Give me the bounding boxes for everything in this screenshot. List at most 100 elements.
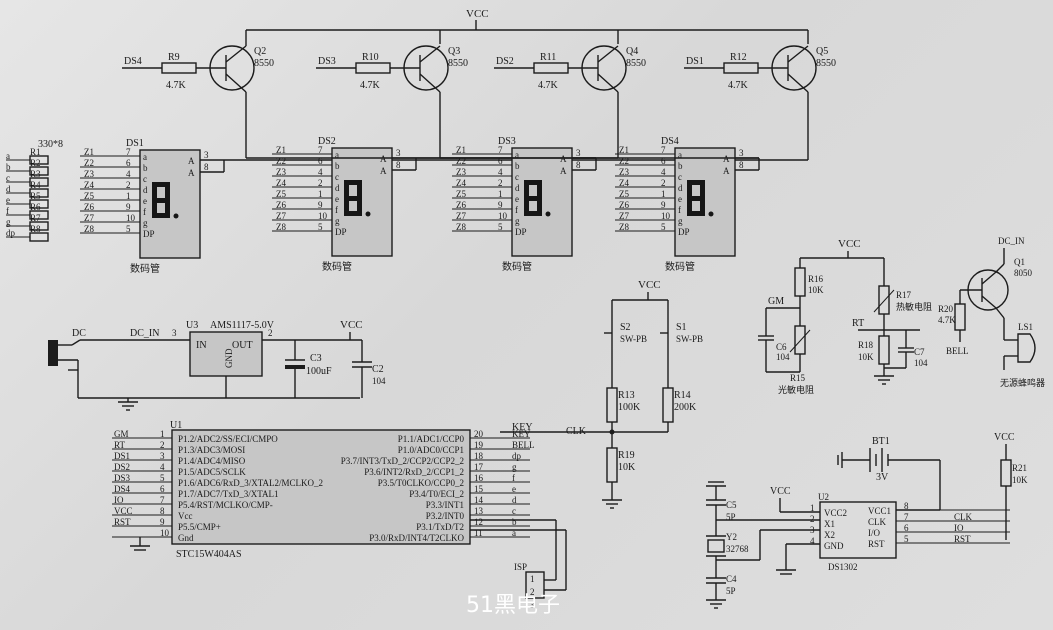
q1-value: 8050 (1014, 268, 1033, 278)
rtc-left-fn-2: X2 (824, 530, 835, 540)
vcc-r21-label: VCC (994, 432, 1015, 443)
ds1-pin-8: 8 (204, 162, 209, 172)
ds2-seg-label-2: c (335, 172, 339, 182)
ds3-net-3: Z4 (456, 178, 466, 188)
ls1-desc: 无源蜂鸣器 (1000, 377, 1045, 388)
mcu-left-fn-7: Vcc (178, 511, 193, 521)
r15-desc: 光敏电阻 (778, 384, 814, 395)
r21-value: 10K (1012, 475, 1028, 485)
u3-model: AMS1117-5.0V (210, 320, 275, 331)
mcu-right-net-4: f (512, 473, 515, 483)
rtc-left-pin-0: 1 (810, 503, 815, 513)
y2-ref: Y2 (726, 532, 737, 542)
isp-pin-2: 2 (530, 587, 535, 597)
ds4-ref: DS4 (661, 136, 679, 147)
rn-resistor-5 (29, 210, 49, 220)
ds1-pin-3: 2 (126, 180, 131, 190)
res-ref-0: R9 (168, 52, 180, 63)
mcu-right-pin-8: 12 (474, 517, 483, 527)
base-resistor-1 (355, 62, 391, 74)
ds2-ref: DS2 (318, 136, 336, 147)
r14-ref: R14 (674, 390, 691, 401)
ds4-common-a1: A (723, 154, 730, 164)
isp-header: ISP 1 2 3 (470, 519, 567, 610)
ds1-pin-0: 7 (126, 147, 131, 157)
mcu-left-pin-3: 4 (160, 462, 165, 472)
ds3-pin-5: 9 (498, 200, 503, 210)
mcu-left-pin-4: 5 (160, 473, 165, 483)
rn-resistor-4 (29, 199, 49, 209)
ds1-seg-2 (165, 200, 170, 218)
ams1117-chip (189, 331, 263, 377)
ds1-net-3: Z4 (84, 180, 94, 190)
ds2-seg-label-1: b (335, 161, 340, 171)
ds4-seg-label-7: DP (678, 227, 690, 237)
mcu-left-fn-5: P1.7/ADC7/TxD_3/XTAL1 (178, 489, 279, 499)
s2-type: SW-PB (620, 334, 647, 344)
r18-value: 10K (858, 352, 874, 362)
mcu-left-fn-9: Gnd (178, 533, 194, 543)
u3-out-label: OUT (232, 340, 253, 351)
r20-ref: R20 (938, 304, 954, 314)
ds4-pin-8: 8 (739, 160, 744, 170)
u2-ref: U2 (818, 492, 829, 502)
ds3-net-6: Z7 (456, 211, 466, 221)
ds3-pin-2: 4 (498, 167, 503, 177)
y2-value: 32768 (726, 544, 749, 554)
ds1-caption: 数码管 (130, 262, 160, 275)
ds1-pin-3: 3 (204, 150, 209, 160)
ds3-seg-6 (524, 196, 542, 201)
ds4-seg-label-0: a (678, 150, 682, 160)
vcc-reg-label: VCC (340, 319, 363, 331)
ds3-seg-label-7: DP (515, 227, 527, 237)
ds4-seg-label-4: e (678, 194, 682, 204)
base-resistor-2 (533, 62, 569, 74)
ds1-common-a2: A (188, 168, 195, 178)
ds1-seg-1 (165, 182, 170, 200)
q-ref-2: Q4 (626, 46, 638, 57)
ds1-seg-label-2: c (143, 174, 147, 184)
mcu-right-fn-4: P3.5/T0CLKO/CCP0_2 (378, 478, 464, 488)
rn-resistor-6 (29, 221, 49, 231)
mcu-right-fn-3: P3.6/INT2/RxD_2/CCP1_2 (364, 467, 464, 477)
ds3-seg-label-2: c (515, 172, 519, 182)
r16-value: 10K (808, 285, 824, 295)
ds2-net-1: Z2 (276, 156, 286, 166)
ds4-net-3: Z4 (619, 178, 629, 188)
ds4-pin-3: 2 (661, 178, 666, 188)
ds4-pin-2: 4 (661, 167, 666, 177)
rtc-right-pin-2: 6 (904, 523, 909, 533)
ds2-net-0: Z1 (276, 145, 286, 155)
rtc-right-fn-1: CLK (868, 517, 887, 527)
watermark-text: 51黑电子 (466, 593, 560, 618)
ds4-pin-3: 3 (739, 148, 744, 158)
c3-value: 100uF (306, 366, 332, 377)
isp-ref: ISP (514, 562, 527, 572)
ds3-seg-label-4: e (515, 194, 519, 204)
r17-desc: 热敏电阻 (896, 301, 932, 312)
res-ref-1: R10 (362, 52, 379, 63)
u3-in-label: IN (196, 340, 207, 351)
q-model-3: 8550 (816, 58, 836, 69)
mcu-left-net-4: DS3 (114, 473, 131, 483)
r15-ref: R15 (790, 373, 806, 383)
ds2-common-a2: A (380, 166, 387, 176)
c4-value: 5P (726, 586, 736, 596)
mcu-left-fn-8: P5.5/CMP+ (178, 522, 221, 532)
r19-value: 10K (618, 462, 636, 473)
u3-gnd-label: GND (224, 348, 234, 368)
rn-in-2: c (6, 173, 10, 183)
ds2-seg-5 (344, 180, 349, 198)
q-ref-1: Q3 (448, 46, 460, 57)
rt-net-label: RT (852, 318, 864, 329)
vcc-rtc-label: VCC (770, 486, 791, 497)
rtc-right-net-3: RST (954, 534, 971, 544)
rn-resistor-0 (29, 155, 49, 165)
u3-ref: U3 (186, 320, 198, 331)
ds2-seg-label-0: a (335, 150, 339, 160)
